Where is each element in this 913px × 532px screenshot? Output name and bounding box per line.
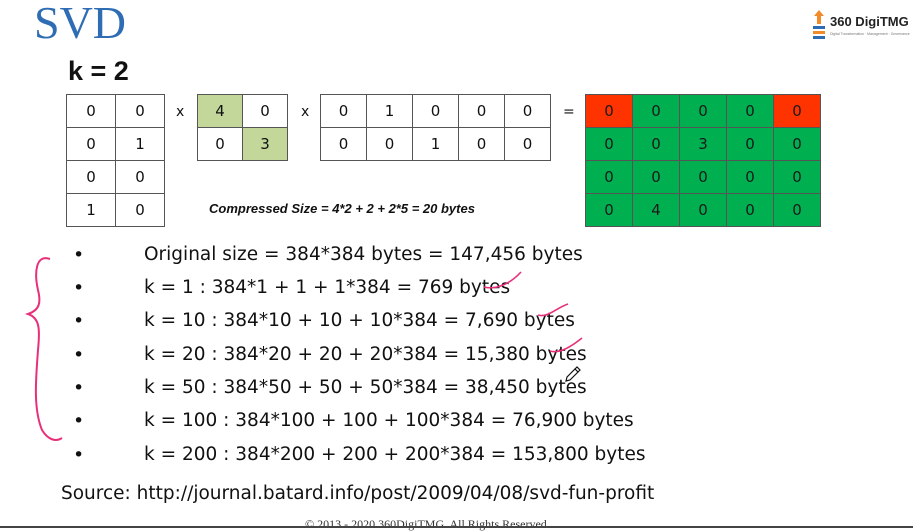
k-label: k = 2 <box>68 56 129 86</box>
list-item: • k = 1 : 384*1 + 1 + 1*384 = 769 bytes <box>0 277 700 303</box>
matrix-vt: 0 1 0 0 0 0 0 1 0 0 <box>320 94 551 161</box>
matrix-cell: 0 <box>726 127 774 161</box>
bullet-text: k = 1 : 384*1 + 1 + 1*384 = 769 bytes <box>144 277 511 298</box>
matrix-cell: 1 <box>366 94 413 128</box>
matrix-cell: 1 <box>412 127 459 161</box>
matrix-cell: 0 <box>632 94 680 128</box>
matrix-cell: 0 <box>366 127 413 161</box>
matrix-cell: 1 <box>115 127 165 161</box>
matrix-cell: 0 <box>585 193 633 227</box>
list-item: • k = 20 : 384*20 + 20 + 20*384 = 15,380… <box>0 344 700 370</box>
matrix-cell: 0 <box>773 127 821 161</box>
matrix-cell: 0 <box>773 193 821 227</box>
matrix-cell: 0 <box>585 160 633 194</box>
list-item: • Original size = 384*384 bytes = 147,45… <box>0 244 700 270</box>
matrix-cell: 0 <box>115 193 165 227</box>
company-logo: 360 DigiTMG Digital Transformation · Man… <box>810 8 910 44</box>
matrix-cell: 0 <box>679 160 727 194</box>
pen-cursor-icon <box>565 366 581 382</box>
matrix-cell: 4 <box>197 94 243 128</box>
window-bottom-border <box>0 526 913 528</box>
matrix-cell: 0 <box>115 160 165 194</box>
matrix-cell: 0 <box>66 94 116 128</box>
bullet-marker: • <box>73 310 85 332</box>
matrix-cell: 0 <box>773 94 821 128</box>
matrix-cell: 0 <box>726 160 774 194</box>
bullet-text: k = 50 : 384*50 + 50 + 50*384 = 38,450 b… <box>144 377 587 398</box>
multiply-operator: x <box>176 104 185 120</box>
matrix-cell: 0 <box>773 160 821 194</box>
check-mark-annotation <box>537 303 569 317</box>
slide-title: SVD <box>34 0 127 48</box>
matrix-cell: 0 <box>679 193 727 227</box>
matrix-cell: 0 <box>632 160 680 194</box>
multiply-operator: x <box>301 104 310 120</box>
360digitmg-logo-icon <box>813 10 825 39</box>
matrix-cell: 0 <box>320 127 367 161</box>
equals-operator: = <box>563 104 575 120</box>
source-citation: Source: http://journal.batard.info/post/… <box>61 483 655 504</box>
bullet-text: k = 100 : 384*100 + 100 + 100*384 = 76,9… <box>144 410 634 431</box>
check-mark-annotation <box>483 271 522 289</box>
matrix-cell: 0 <box>458 127 505 161</box>
matrix-result: 0 0 0 0 0 0 0 3 0 0 0 0 0 0 0 0 4 0 0 0 <box>585 94 821 227</box>
matrix-cell: 0 <box>726 94 774 128</box>
bullet-marker: • <box>73 410 85 432</box>
bullet-text: k = 200 : 384*200 + 200 + 200*384 = 153,… <box>144 444 646 465</box>
bullet-marker: • <box>73 344 85 366</box>
matrix-cell: 0 <box>66 160 116 194</box>
logo-tagline: Digital Transformation · Management · Go… <box>830 32 910 36</box>
compressed-size-text: Compressed Size = 4*2 + 2 + 2*5 = 20 byt… <box>209 201 475 216</box>
bullet-marker: • <box>73 244 85 266</box>
check-mark-annotation <box>549 337 583 353</box>
list-item: • k = 100 : 384*100 + 100 + 100*384 = 76… <box>0 410 700 436</box>
matrix-cell: 0 <box>320 94 367 128</box>
bullet-marker: • <box>73 277 85 299</box>
list-item: • k = 10 : 384*10 + 10 + 10*384 = 7,690 … <box>0 310 700 336</box>
matrix-cell: 3 <box>242 127 288 161</box>
matrix-cell: 0 <box>504 127 551 161</box>
bullet-text: k = 20 : 384*20 + 20 + 20*384 = 15,380 b… <box>144 344 587 365</box>
matrix-cell: 3 <box>679 127 727 161</box>
list-item: • k = 50 : 384*50 + 50 + 50*384 = 38,450… <box>0 377 700 403</box>
copyright-footer: © 2013 - 2020 360DigiTMG. All Rights Res… <box>305 517 550 531</box>
matrix-cell: 1 <box>66 193 116 227</box>
bullet-marker: • <box>73 444 85 466</box>
bullet-marker: • <box>73 377 85 399</box>
list-item: • k = 200 : 384*200 + 200 + 200*384 = 15… <box>0 444 700 470</box>
bullet-text: k = 10 : 384*10 + 10 + 10*384 = 7,690 by… <box>144 310 575 331</box>
matrix-cell: 0 <box>726 193 774 227</box>
brace-annotation <box>24 257 63 441</box>
logo-text: 360 DigiTMG <box>830 14 909 29</box>
bullet-text: Original size = 384*384 bytes = 147,456 … <box>144 244 583 265</box>
